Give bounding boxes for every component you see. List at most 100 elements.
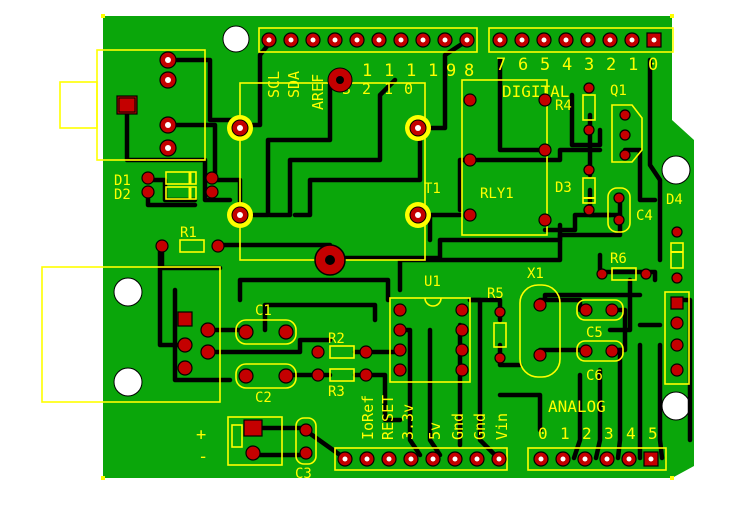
transformer-t1: T1 — [227, 67, 441, 276]
relay-rly1: RLY1 — [461, 79, 552, 236]
ref-r1: R1 — [180, 225, 197, 241]
label-gnd-2: Gnd — [471, 413, 489, 440]
resistor-r1: R1 — [155, 225, 225, 253]
power-plus: + — [196, 425, 206, 445]
top-left-pin-hole-0 — [266, 37, 272, 43]
analog-4: 4 — [626, 424, 636, 443]
label-reset: RESET — [379, 395, 397, 440]
crystal-x1: X1 — [519, 266, 561, 378]
analog-small-0: 0 — [404, 80, 413, 98]
top-left-pin-hole-6 — [398, 37, 404, 43]
top-right-pin-hole-6 — [629, 37, 635, 43]
analog-labels: ANALOG 0 1 2 3 4 5 — [538, 397, 658, 443]
bottom-power-pin-hole-6 — [474, 456, 480, 462]
ref-rly1: RLY1 — [480, 186, 514, 202]
ref-q1: Q1 — [610, 83, 627, 99]
analog-2: 2 — [582, 424, 592, 443]
right-components: R4 Q1 D3 C4 D4 R6 — [555, 82, 684, 284]
bottom-power-pin-hole-2 — [386, 456, 392, 462]
analog-label: ANALOG — [548, 397, 606, 416]
top-right-pin-hole-7 — [651, 37, 657, 43]
bottom-power-pin-hole-3 — [408, 456, 414, 462]
top-pin-2: 2 — [606, 55, 616, 75]
bottom-power-pin-hole-7 — [496, 456, 502, 462]
ref-d2: D2 — [114, 187, 131, 203]
bottom-analog-pin-hole-5 — [648, 456, 654, 462]
analog-small-1: 1 — [384, 80, 393, 98]
u1-pin-5 — [455, 323, 469, 337]
top-pin-6: 6 — [518, 55, 528, 75]
top-right-pin-hole-2 — [541, 37, 547, 43]
bottom-header-analog — [527, 447, 667, 471]
label-scl: SCL — [265, 71, 283, 98]
ref-c1: C1 — [255, 303, 272, 319]
top-right-pin-hole-4 — [585, 37, 591, 43]
top-pin-9: 9 — [446, 61, 456, 81]
bottom-power-pins — [337, 451, 507, 467]
bottom-power-pin-hole-5 — [452, 456, 458, 462]
capacitors-c1-c2: C1 C2 — [235, 303, 297, 406]
ref-r6: R6 — [610, 251, 627, 267]
ref-u1: U1 — [424, 274, 441, 290]
top-left-pin-hole-5 — [376, 37, 382, 43]
top-left-pin-hole-3 — [332, 37, 338, 43]
top-right-pin-hole-5 — [607, 37, 613, 43]
analog-1: 1 — [560, 424, 570, 443]
u1-pin-4 — [455, 303, 469, 317]
top-left-pin-hole-7 — [420, 37, 426, 43]
ref-d1: D1 — [114, 173, 131, 189]
label-sda: SDA — [285, 71, 303, 98]
u1-pin-7 — [455, 363, 469, 377]
top-pin-3: 3 — [584, 55, 594, 75]
ref-d4: D4 — [666, 192, 683, 208]
ref-r3: R3 — [328, 384, 345, 400]
capacitor-c3: C3 — [295, 417, 317, 482]
bottom-header-power — [334, 447, 508, 471]
top-pin-7: 7 — [496, 55, 506, 75]
u1-pin-3 — [393, 363, 407, 377]
resistors-r2-r3: R2 R3 — [311, 331, 373, 400]
ref-c2: C2 — [255, 390, 272, 406]
usb-connector — [41, 266, 221, 403]
ref-c4: C4 — [636, 208, 653, 224]
top-header-right-pins — [492, 32, 662, 48]
u1-pin-2 — [393, 343, 407, 357]
bottom-power-pin-hole-4 — [430, 456, 436, 462]
bottom-analog-pin-hole-2 — [582, 456, 588, 462]
ic-u1: U1 — [389, 274, 471, 383]
dc-jack — [59, 49, 206, 161]
label-5v: 5v — [426, 422, 444, 440]
ref-r5: R5 — [487, 286, 504, 302]
top-left-pin-hole-1 — [288, 37, 294, 43]
label-3v3: 3.3v — [399, 404, 417, 440]
ref-c6: C6 — [586, 368, 603, 384]
top-right-pin-hole-0 — [497, 37, 503, 43]
top-pin-1d: 1 — [428, 61, 438, 81]
top-pin-5: 5 — [540, 55, 550, 75]
top-pin-8: 8 — [464, 61, 474, 81]
icsp-header — [664, 291, 690, 385]
mounting-holes — [113, 25, 691, 421]
top-header-right — [488, 27, 674, 53]
analog-5: 5 — [648, 424, 658, 443]
top-pin-1a: 1 — [362, 61, 372, 81]
analog-small-2: 2 — [362, 80, 371, 98]
power-minus: - — [198, 447, 208, 467]
diodes-d1-d2: D1 D2 — [114, 171, 219, 203]
ref-c5: C5 — [586, 325, 603, 341]
top-left-pin-hole-2 — [310, 37, 316, 43]
digital-label: DIGITAL — [502, 82, 569, 101]
label-ioref: IoRef — [359, 395, 377, 440]
resistor-r5: R5 — [487, 286, 507, 364]
label-gnd-1: Gnd — [449, 413, 467, 440]
top-left-pin-hole-8 — [442, 37, 448, 43]
top-right-pin-hole-1 — [519, 37, 525, 43]
top-left-pin-hole-4 — [354, 37, 360, 43]
top-pin-1: 1 — [628, 55, 638, 75]
ref-x1: X1 — [527, 266, 544, 282]
ref-t1: T1 — [424, 181, 441, 197]
top-header-labels: SCL SDA AREF 1 1 1 1 9 8 7 6 5 4 3 2 1 0… — [265, 55, 658, 110]
top-header-left-pins — [261, 32, 475, 48]
u1-pin-0 — [393, 303, 407, 317]
